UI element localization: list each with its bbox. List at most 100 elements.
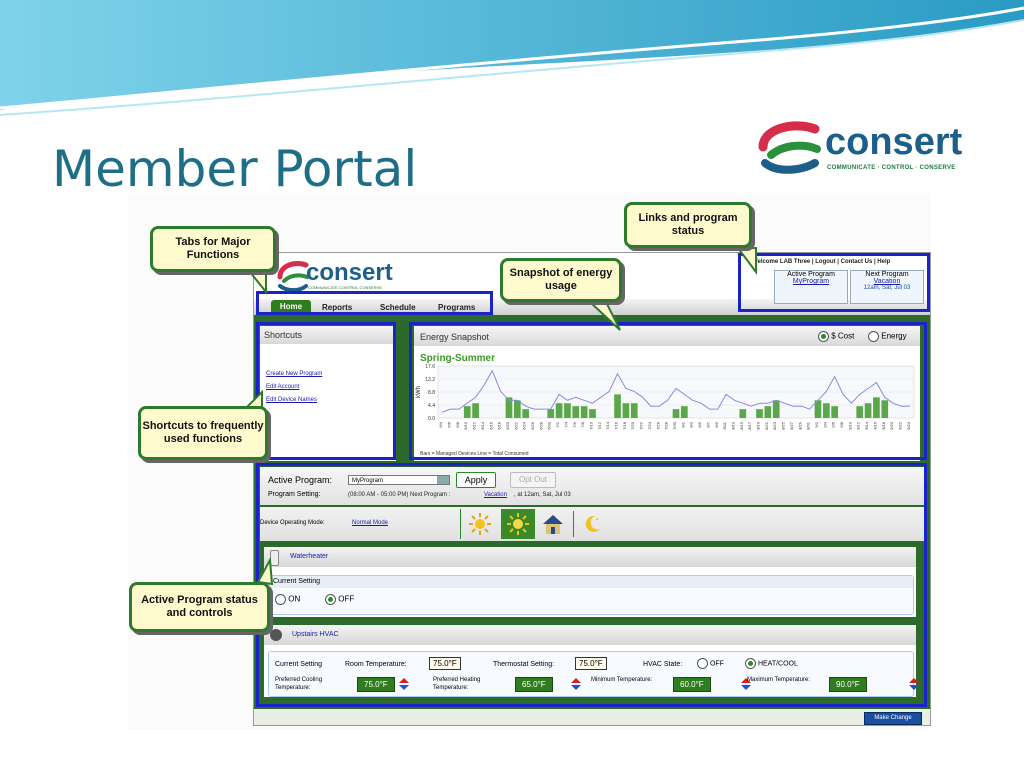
shortcut-edit-account[interactable]: Edit Account (266, 384, 300, 390)
chart-xtick-label: 7/16 (614, 421, 619, 430)
chart-xtick-label: 9/24 (906, 421, 911, 430)
tab-home[interactable]: Home (271, 300, 311, 314)
min-temp-stepper-icon[interactable] (740, 678, 751, 690)
program-setting-label: Program Setting: (268, 491, 321, 498)
wave-header (0, 0, 1024, 116)
sun-active-icon[interactable] (507, 513, 529, 535)
max-temp-value: 90.0°F (829, 677, 867, 692)
energy-radio[interactable] (868, 331, 879, 342)
waterheater-off-option[interactable]: OFF (325, 594, 354, 605)
tab-schedule[interactable]: Schedule (380, 303, 416, 312)
chart-bar (814, 400, 822, 418)
callout-snapshot: Snapshot of energy usage (500, 258, 622, 302)
chart-xtick-label: 8/11 (722, 421, 727, 429)
next-program-inline-link[interactable]: Vacation (484, 492, 507, 498)
waterheater-on-option[interactable]: ON (275, 594, 300, 605)
thermostat-value[interactable]: 75.0°F (575, 657, 607, 670)
chart-bar (572, 406, 580, 418)
chart-xtick-label: 9/18 (881, 421, 886, 430)
cost-radio[interactable] (818, 331, 829, 342)
moon-icon[interactable] (581, 513, 603, 535)
tab-reports[interactable]: Reports (322, 303, 353, 312)
program-select[interactable]: MyProgram (348, 475, 450, 485)
logout-link[interactable]: Logout (815, 259, 836, 265)
waterheater-off-radio[interactable] (325, 594, 336, 605)
chart-bar (622, 403, 630, 418)
pref-cool-stepper-icon[interactable] (399, 678, 409, 690)
chart-bar (513, 400, 521, 418)
chart-series-line (442, 369, 910, 413)
pref-heat-stepper-icon[interactable] (570, 678, 581, 690)
chart-xtick-label: 8/17 (747, 421, 752, 430)
hvac-off-radio[interactable] (697, 658, 708, 669)
chart-bar (630, 403, 638, 418)
program-setting-value: (08:00 AM - 05:00 PM) Next Program : (348, 492, 451, 498)
tab-programs[interactable]: Programs (438, 303, 476, 312)
hvac-setting-label: Current Setting (275, 661, 323, 668)
min-temp-label: Minimum Temperature: (591, 677, 653, 683)
help-link[interactable]: Help (877, 259, 891, 265)
chart-xtick-label: 6/26 (530, 421, 535, 430)
device-mode-link[interactable]: Normal Mode (352, 520, 389, 526)
make-change-button[interactable]: Make Change (864, 712, 922, 725)
chart-legend: Bars = Managed Devices Line = Total Cons… (420, 451, 529, 457)
waterheater-setting-label: Current Setting (269, 576, 913, 588)
hvac-heatcool-option[interactable]: HEAT/COOL (745, 658, 798, 669)
mode-icons (460, 509, 613, 539)
next-program-label: Next Program (865, 271, 909, 278)
waterheater-on-radio[interactable] (275, 594, 286, 605)
chart-xtick-label: 8/15 (739, 421, 744, 430)
chart-xtick-label: 7/30 (672, 421, 677, 430)
chart-bar (756, 409, 763, 418)
opt-out-button[interactable]: Opt Out (510, 472, 556, 488)
chart-xtick-label: 8/9 (714, 421, 719, 427)
chart-bar (822, 403, 830, 418)
program-bar: Active Program: MyProgram Apply Opt Out … (260, 467, 926, 505)
room-temp-value: 75.0°F (429, 657, 461, 670)
chart-xtick-label: 6/8 (455, 421, 460, 427)
cost-option[interactable]: $ Cost (818, 331, 854, 342)
energy-option[interactable]: Energy (868, 331, 907, 342)
max-temp-stepper-icon[interactable] (908, 678, 919, 690)
chart-xtick-label: 7/12 (597, 421, 602, 430)
chart-xtick-label: 9/14 (864, 421, 869, 430)
snapshot-header: Energy Snapshot $ Cost Energy (414, 326, 920, 346)
shortcut-edit-device-names[interactable]: Edit Device Names (266, 397, 318, 403)
hvac-panel: Upstairs HVAC Current Setting Room Tempe… (264, 625, 919, 697)
shortcuts-panel: Shortcuts Create New Program Edit Accoun… (260, 326, 396, 461)
hvac-settings: Current Setting Room Temperature: 75.0°F… (268, 651, 919, 697)
chart-xtick-label: 6/22 (513, 421, 518, 430)
chart-xtick-label: 9/12 (856, 421, 861, 430)
chart-xtick-label: 7/2 (555, 421, 560, 427)
top-links: Welcome LAB Three | Logout | Contact Us … (752, 259, 891, 265)
chart-xtick-label: 8/19 (756, 421, 761, 430)
contact-link[interactable]: Contact Us (840, 259, 873, 265)
shortcut-create-program[interactable]: Create New Program (266, 371, 323, 377)
chart-bar (672, 409, 680, 418)
next-program-link[interactable]: Vacation (873, 278, 901, 285)
hvac-off-option[interactable]: OFF (697, 658, 724, 669)
max-temp-label: Maximum Temperature: (747, 677, 810, 683)
chart-xtick-label: 8/29 (797, 421, 802, 430)
chart-xtick-label: 6/18 (497, 421, 502, 430)
callout-tabs: Tabs for Major Functions (150, 226, 276, 272)
chart-xtick-label: 7/18 (622, 421, 627, 430)
chart-xtick-label: 8/7 (705, 421, 710, 427)
chart-bar (772, 400, 780, 418)
chart-xtick-label: 9/10 (847, 421, 852, 430)
app-logo-tagline: COMMUNICATE CONTROL CONSERVE (308, 285, 382, 290)
active-program-link[interactable]: MyProgram (792, 278, 830, 285)
next-program-when: 12am, Sat, Jul 03 (863, 285, 911, 291)
chart-bar (472, 403, 479, 418)
sun-icon[interactable] (469, 513, 491, 535)
chart-xtick-label: 9/4 (822, 421, 827, 427)
home-icon[interactable] (541, 512, 565, 536)
chart-ytick-label: 13.2 (425, 377, 435, 383)
apply-button[interactable]: Apply (456, 472, 496, 488)
chart-xtick-label: 8/25 (781, 421, 786, 430)
chart-xtick-label: 6/12 (472, 421, 477, 430)
brand-logo: consert COMMUNICATE · CONTROL · CONSERVE (745, 103, 988, 191)
chart-xtick-label: 8/23 (772, 421, 777, 430)
chart-xtick-label: 9/22 (897, 421, 902, 430)
hvac-heatcool-radio[interactable] (745, 658, 756, 669)
